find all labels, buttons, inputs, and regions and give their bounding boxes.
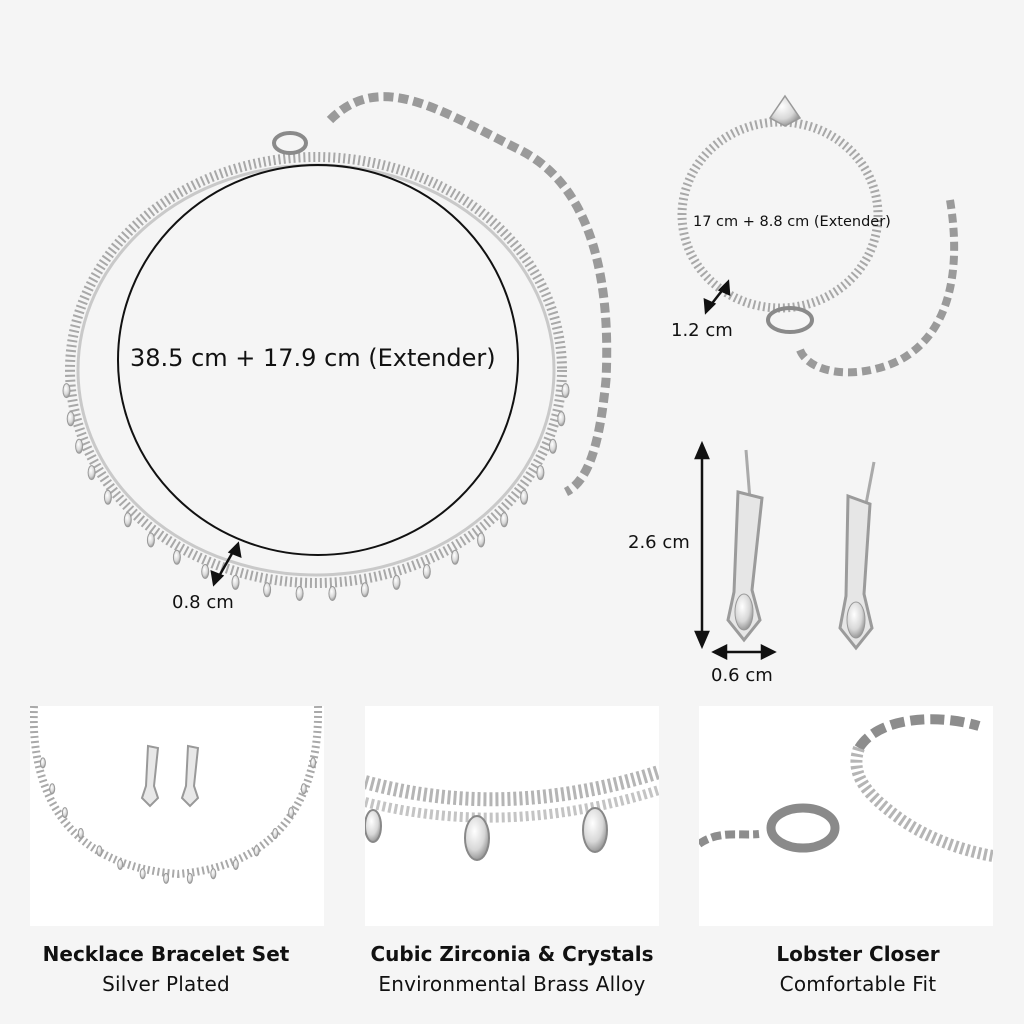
clasp-detail-image — [699, 714, 993, 862]
crystal-drop — [186, 872, 193, 884]
crystal-drop — [500, 512, 509, 528]
detail-panel-clasp — [699, 706, 993, 926]
crystal-drop — [210, 868, 217, 880]
feature-title: Cubic Zirconia & Crystals — [370, 942, 654, 966]
earring-height-arrow — [694, 440, 710, 650]
earring-post-right — [864, 461, 876, 505]
earring-right-crystal — [846, 601, 866, 639]
crystal-drop — [360, 582, 369, 598]
crystal-drop — [392, 574, 401, 590]
crystal-drop — [328, 586, 337, 601]
crystal-drop — [232, 859, 239, 870]
crystal-drop — [96, 845, 103, 857]
bracelet-extender-chain — [796, 199, 959, 377]
crystal-drop — [146, 532, 155, 548]
crystal-drop — [288, 807, 295, 819]
crystal-drop — [77, 828, 84, 839]
necklace-chain — [65, 152, 567, 588]
bracelet-length-label: 17 cm + 8.8 cm (Extender) — [693, 214, 891, 230]
crystal-drop — [75, 438, 84, 454]
necklace — [62, 92, 612, 601]
crystal-drop — [300, 783, 307, 795]
crystal-drop — [272, 828, 279, 839]
crystal-drop — [422, 564, 431, 579]
detail-panel-set — [30, 706, 324, 926]
crystal-drop — [295, 586, 304, 601]
crystal-drop — [87, 465, 96, 481]
crystal-drop — [66, 411, 75, 427]
necklace-width-arrow — [210, 541, 242, 587]
feature-title: Lobster Closer — [776, 942, 940, 966]
bracelet-lobster-clasp — [766, 306, 814, 334]
feature-subtitle: Silver Plated — [102, 972, 230, 996]
necklace-extender-chain — [326, 92, 612, 497]
crystal-drop — [123, 512, 132, 528]
earring-width-label: 0.6 cm — [711, 665, 773, 686]
necklace-width-label: 0.8 cm — [172, 592, 234, 613]
bracelet-width-arrow — [703, 279, 731, 315]
crystal-drop — [548, 438, 557, 454]
crystal-drop — [536, 465, 545, 481]
earring-height-label: 2.6 cm — [628, 532, 690, 553]
crystal-drop — [172, 549, 181, 565]
crystal-drop — [477, 532, 486, 548]
crystal-drop — [61, 807, 68, 819]
necklace-length-label: 38.5 cm + 17.9 cm (Extender) — [130, 344, 496, 372]
crystal-drop — [201, 564, 210, 579]
feature-caption-crystals: Cubic Zirconia & Crystals Environmental … — [365, 942, 659, 996]
earring-post-left — [744, 449, 752, 501]
feature-caption-set: Necklace Bracelet Set Silver Plated — [30, 942, 302, 996]
necklace-lobster-clasp — [272, 131, 308, 155]
bracelet — [677, 94, 959, 377]
bracelet-width-label: 1.2 cm — [671, 320, 733, 341]
crystal-drop — [163, 872, 170, 884]
feature-subtitle: Comfortable Fit — [779, 972, 937, 996]
crystal-drop — [49, 783, 56, 795]
crystal-drop — [139, 868, 146, 880]
crystal-drop — [451, 549, 460, 565]
crystal-drop — [561, 383, 570, 399]
crystal-drop — [310, 757, 317, 769]
necklace-length-guide — [117, 164, 519, 556]
earring-width-arrow — [711, 643, 777, 661]
set-detail-image — [30, 706, 323, 884]
crystal-drop — [231, 574, 240, 590]
feature-title: Necklace Bracelet Set — [42, 942, 290, 966]
feature-subtitle: Environmental Brass Alloy — [378, 972, 646, 996]
feature-caption-clasp: Lobster Closer Comfortable Fit — [716, 942, 1000, 996]
crystal-drop — [253, 845, 260, 857]
earring-left-crystal — [734, 593, 754, 631]
crystal-drop — [117, 859, 124, 870]
crystal-drop — [39, 757, 46, 769]
crystal-drop — [557, 411, 566, 427]
earrings — [726, 449, 876, 651]
detail-panel-crystals — [365, 706, 659, 926]
crystal-drop — [263, 582, 272, 598]
necklace-crystal-drops — [62, 383, 570, 601]
bracelet-crystal-top — [768, 94, 802, 127]
jewelry-illustration — [62, 92, 959, 661]
crystal-drop — [520, 489, 529, 505]
crystal-drop — [103, 489, 112, 505]
crystal-drop — [62, 383, 71, 399]
crystals-detail-image — [365, 765, 659, 861]
bracelet-chain — [677, 117, 883, 313]
